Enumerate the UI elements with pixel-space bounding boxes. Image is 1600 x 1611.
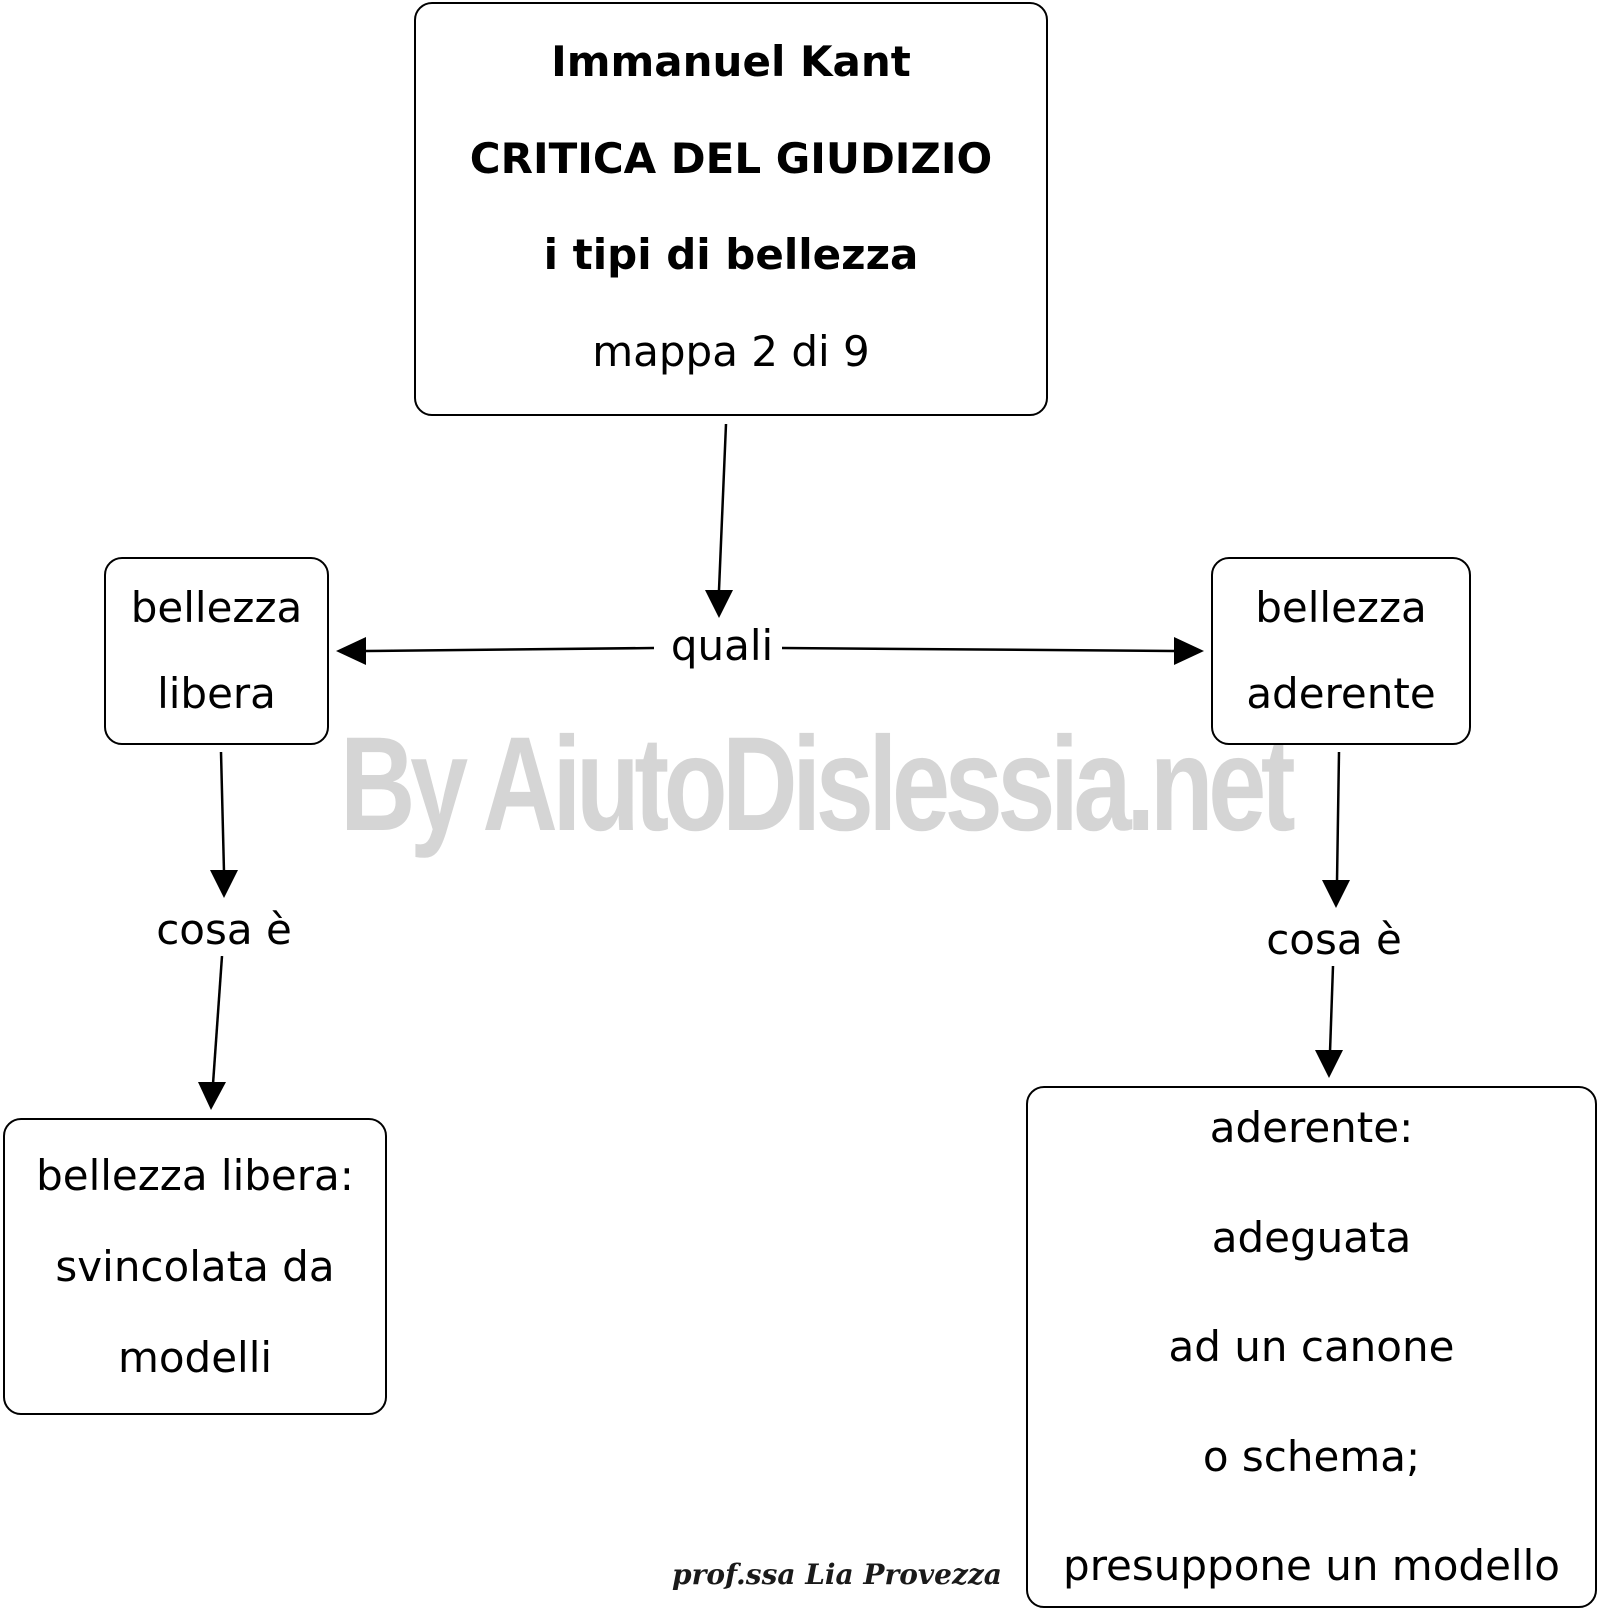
node-adherent-beauty: bellezza aderente — [1211, 557, 1471, 745]
free-definition-line2: svincolata da — [55, 1241, 335, 1291]
adherent-definition-line5: presuppone un modello — [1063, 1541, 1560, 1590]
connector-cosa-to-free-def — [211, 955, 224, 1085]
connector-quali-to-adherent — [781, 646, 1175, 653]
node-free-definition: bellezza libera: svincolata da modelli — [3, 1118, 387, 1415]
title-author: Immanuel Kant — [551, 37, 911, 87]
node-free-beauty: bellezza libera — [104, 557, 329, 745]
link-label-cosa-right: cosa è — [1256, 914, 1412, 966]
node-adherent-definition: aderente: adeguata ad un canone o schema… — [1026, 1086, 1597, 1608]
link-label-cosa-left: cosa è — [146, 904, 302, 956]
author-signature: prof.ssa Lia Provezza — [672, 1558, 1002, 1591]
node-adherent-beauty-line2: aderente — [1246, 669, 1436, 718]
connector-quali-to-free — [365, 646, 655, 653]
connector-adherent-to-cosa — [1335, 751, 1341, 883]
arrowhead-adherent-def — [1315, 1050, 1343, 1078]
arrowhead-free-def — [198, 1082, 226, 1110]
adherent-definition-line4: o schema; — [1202, 1431, 1421, 1481]
connector-cosa-to-adherent-def — [1328, 965, 1335, 1053]
title-map-number: mappa 2 di 9 — [592, 326, 870, 376]
connector-title-to-quali — [717, 423, 728, 591]
free-definition-line3: modelli — [117, 1332, 273, 1382]
title-work: CRITICA DEL GIUDIZIO — [469, 133, 993, 183]
arrowhead-adherent — [1174, 637, 1204, 665]
watermark-text: By AiutoDislessia.net — [340, 710, 1296, 859]
title-node: Immanuel Kant CRITICA DEL GIUDIZIO i tip… — [414, 2, 1048, 416]
arrowhead-quali — [705, 590, 733, 618]
adherent-definition-line3: ad un canone — [1168, 1322, 1455, 1371]
arrowhead-cosa-left — [210, 870, 238, 898]
link-label-quali: quali — [664, 620, 780, 672]
node-free-beauty-line1: bellezza — [130, 583, 303, 632]
arrowhead-free — [336, 637, 366, 665]
adherent-definition-line1: aderente: — [1209, 1103, 1414, 1152]
node-adherent-beauty-line1: bellezza — [1255, 583, 1427, 632]
arrowhead-cosa-right — [1322, 880, 1350, 908]
title-topic: i tipi di bellezza — [543, 230, 919, 280]
free-definition-line1: bellezza libera: — [36, 1150, 354, 1200]
adherent-definition-line2: adeguata — [1211, 1212, 1412, 1262]
connector-free-to-cosa — [219, 751, 226, 873]
node-free-beauty-line2: libera — [157, 669, 276, 718]
